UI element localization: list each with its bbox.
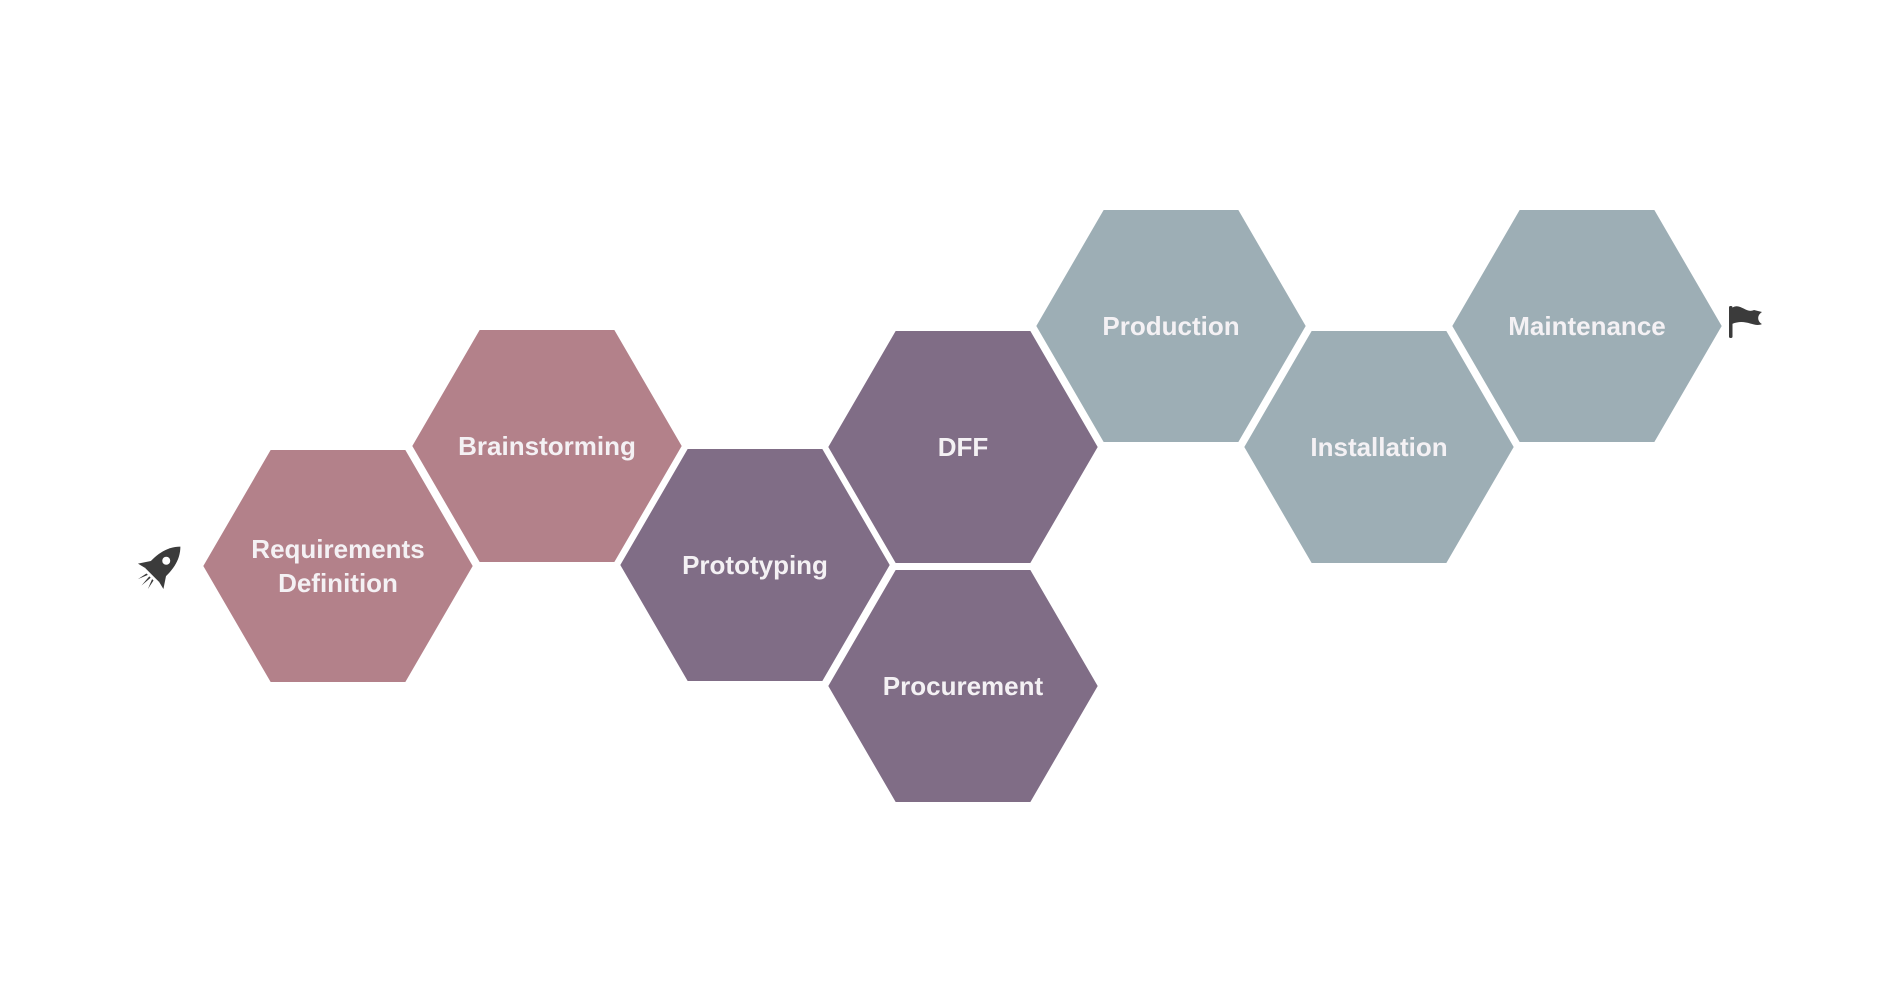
stage-label: Definition — [278, 568, 398, 598]
hexagon-maintenance: Maintenance — [1447, 206, 1727, 446]
flag-icon — [1729, 306, 1762, 338]
hexagon-shape — [198, 446, 478, 686]
stage-label: Brainstorming — [458, 431, 636, 461]
stage-label: Production — [1102, 311, 1239, 341]
stage-label: Procurement — [883, 671, 1044, 701]
hexagon-shape — [1239, 327, 1519, 567]
hexagon-shape — [823, 566, 1103, 806]
stage-label: DFF — [938, 432, 989, 462]
hexagon-shape — [615, 445, 895, 685]
hexagon-production: Production — [1031, 206, 1311, 446]
stage-label: Installation — [1310, 432, 1447, 462]
rocket-icon — [137, 546, 181, 590]
hexagon-shape — [823, 327, 1103, 567]
stage-label: Maintenance — [1508, 311, 1666, 341]
hexagon-procurement: Procurement — [823, 566, 1103, 806]
hexagon-shape — [1031, 206, 1311, 446]
hexagon-installation: Installation — [1239, 327, 1519, 567]
hexagon-prototyping: Prototyping — [615, 445, 895, 685]
hexagon-shape — [1447, 206, 1727, 446]
stage-label: Prototyping — [682, 550, 828, 580]
hexagon-brainstorming: Brainstorming — [407, 326, 687, 566]
hexagon-dff: DFF — [823, 327, 1103, 567]
stage-label: Requirements — [251, 534, 424, 564]
hexagon-shape — [407, 326, 687, 566]
